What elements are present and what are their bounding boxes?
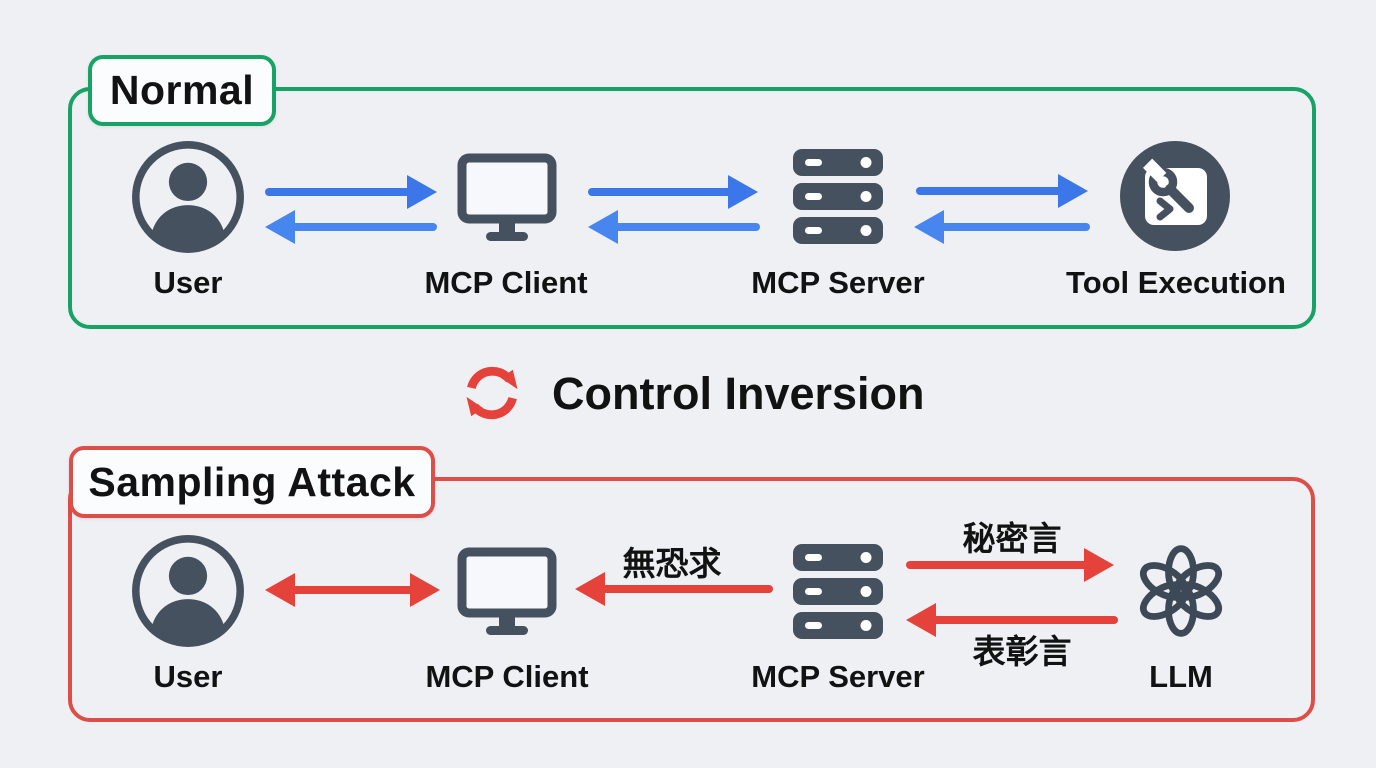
normal-node-user-label: User: [153, 265, 223, 300]
arrow-label-llm-to-server: 表彰言: [972, 633, 1072, 670]
attack-node-user-label: User: [153, 659, 223, 694]
arrow-server-to-tool: [916, 174, 1088, 208]
arrow-user-to-client: [265, 175, 437, 209]
arrow-llm-to-server: [906, 603, 1118, 637]
user-icon: [132, 141, 244, 253]
arrow-server-to-client: [588, 210, 760, 244]
arrow-server-to-client-attack: [575, 572, 773, 606]
wrench-tool-icon: [1120, 141, 1230, 251]
server-stack-icon: [793, 149, 883, 244]
openai-logo-icon: [1139, 545, 1223, 637]
attack-flow-title-box: Sampling Attack: [69, 446, 435, 518]
normal-flow-title: Normal: [109, 67, 255, 113]
arrow-label-server-to-client: 無恐求: [622, 545, 722, 582]
attack-node-llm-label: LLM: [1149, 659, 1213, 694]
arrow-server-to-llm: [906, 548, 1114, 582]
arrow-tool-to-server: [914, 210, 1090, 244]
user-icon: [132, 535, 244, 647]
attack-node-client-label: MCP Client: [425, 659, 589, 694]
normal-node-server-label: MCP Server: [751, 265, 925, 300]
attack-node-server-label: MCP Server: [751, 659, 925, 694]
cycle-arrows-icon: [466, 366, 518, 420]
attack-flow-box: [68, 477, 1315, 722]
arrow-client-to-server: [588, 175, 758, 209]
arrow-client-to-user: [265, 210, 437, 244]
normal-node-tool-label: Tool Execution: [1066, 265, 1286, 300]
arrow-label-server-to-llm: 秘密言: [962, 520, 1062, 557]
control-inversion-label: Control Inversion: [552, 368, 925, 419]
normal-flow-box: [68, 87, 1316, 329]
server-stack-icon: [793, 544, 883, 639]
arrow-user-client-bidirectional: [265, 573, 440, 607]
normal-flow-title-box: Normal: [88, 55, 276, 126]
normal-node-client-label: MCP Client: [424, 265, 588, 300]
monitor-icon: [457, 547, 557, 635]
monitor-icon: [457, 153, 557, 241]
attack-flow-title: Sampling Attack: [88, 458, 416, 505]
